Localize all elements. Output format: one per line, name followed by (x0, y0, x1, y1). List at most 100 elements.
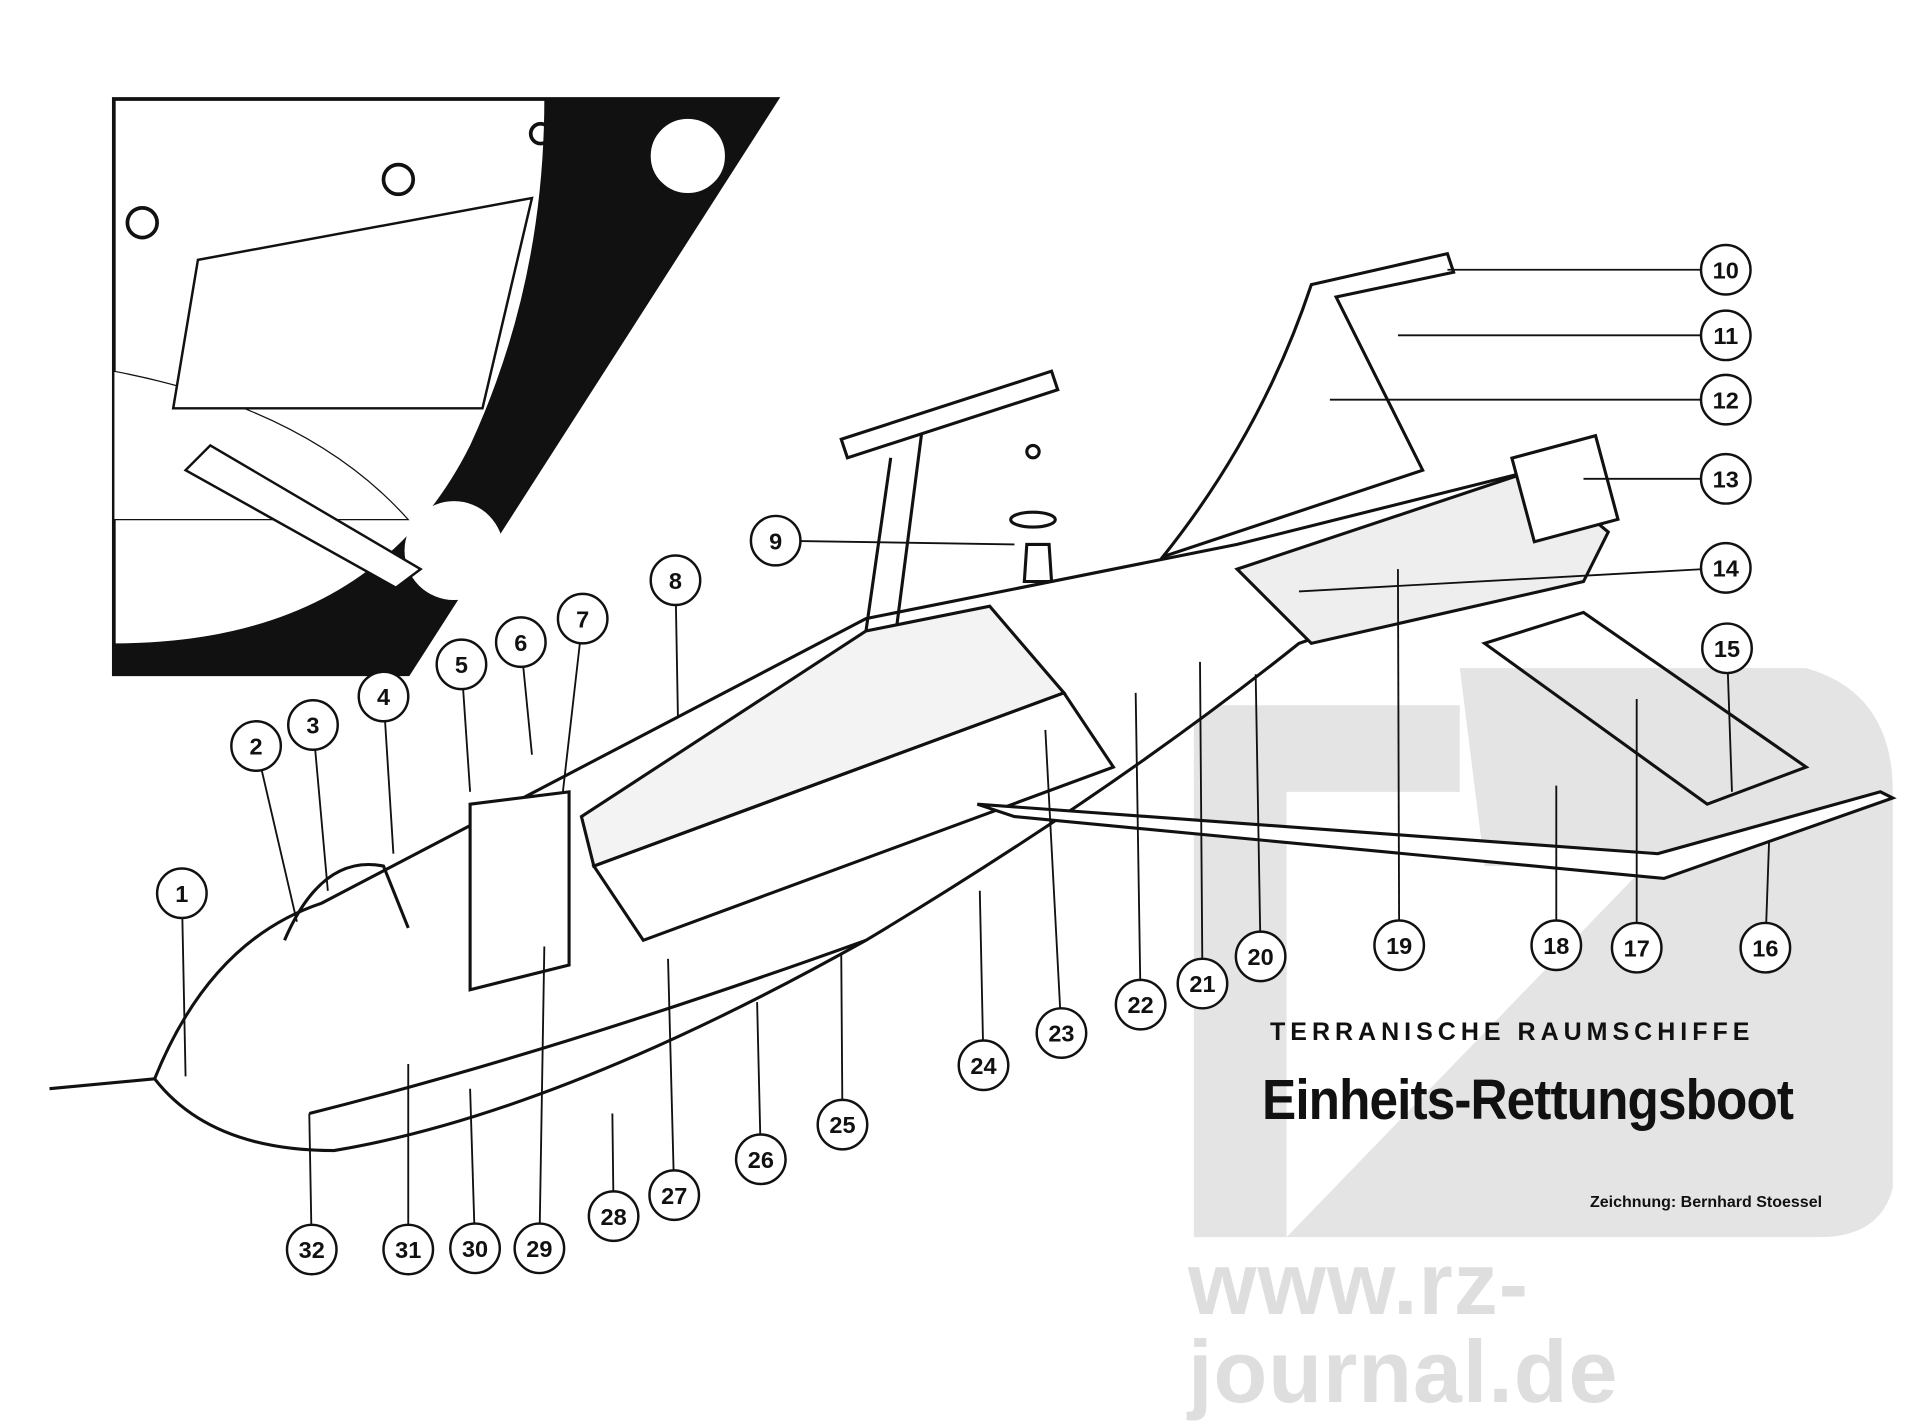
callout-6: 6 (494, 616, 547, 755)
callout-number: 25 (829, 1112, 855, 1138)
callout-number: 1 (175, 881, 188, 907)
leader-line (800, 540, 1015, 546)
leader-line (1044, 729, 1062, 1009)
callout-5: 5 (435, 638, 488, 792)
callout-circle (285, 1223, 338, 1276)
callout-number: 6 (514, 630, 527, 656)
leader-line (1397, 569, 1401, 921)
cutaway-drawing: 1234567891011121314151617181920212223242… (49, 97, 1897, 1276)
callout-number: 2 (250, 734, 263, 760)
callout-circle (1373, 919, 1426, 972)
callout-number: 5 (455, 652, 468, 678)
callout-22: 22 (1114, 692, 1167, 1031)
callout-circle (1035, 1007, 1088, 1060)
callout-circle (1114, 978, 1167, 1031)
callout-19: 19 (1373, 569, 1426, 972)
callout-number: 24 (970, 1053, 996, 1079)
callout-circle (513, 1222, 566, 1275)
callout-circle (1610, 921, 1663, 974)
leader-line (611, 1113, 615, 1192)
callout-circle (1699, 452, 1752, 505)
callout-13: 13 (1583, 452, 1752, 505)
callout-number: 23 (1048, 1021, 1074, 1047)
callout-18: 18 (1530, 785, 1583, 972)
callout-number: 21 (1189, 971, 1215, 997)
callout-27: 27 (648, 958, 701, 1222)
callout-number: 15 (1714, 636, 1740, 662)
callout-circle (734, 1133, 787, 1186)
callout-circle (556, 592, 609, 645)
callout-7: 7 (556, 592, 609, 792)
series-title: TERRANISCHE RAUMSCHIFFE (1270, 1018, 1755, 1046)
callout-number: 22 (1128, 992, 1154, 1018)
inset-scene (111, 97, 781, 677)
callout-11: 11 (1397, 309, 1752, 362)
callout-circle (1699, 309, 1752, 362)
leader-line (522, 666, 533, 755)
callout-circle (1176, 957, 1229, 1010)
callout-circle (587, 1190, 640, 1243)
leader-line (1298, 568, 1702, 593)
callout-8: 8 (649, 554, 702, 718)
leader-line (384, 721, 395, 854)
leader-line (469, 1088, 476, 1224)
callout-number: 10 (1713, 257, 1739, 283)
callout-circle (957, 1039, 1010, 1092)
callout-number: 4 (377, 684, 390, 710)
callout-4: 4 (357, 670, 410, 854)
callout-number: 19 (1386, 933, 1412, 959)
callout-10: 10 (1447, 243, 1752, 296)
callout-28: 28 (587, 1113, 640, 1243)
callout-circle (648, 1169, 701, 1222)
callout-circle (1699, 373, 1752, 426)
callout-number: 31 (395, 1237, 421, 1263)
callout-number: 13 (1713, 466, 1739, 492)
leader-line (260, 769, 298, 922)
callout-15: 15 (1701, 622, 1753, 792)
callout-number: 16 (1752, 935, 1778, 961)
leader-line (1134, 692, 1142, 980)
callout-1: 1 (155, 867, 208, 1077)
callout-circle (155, 867, 208, 920)
callout-3: 3 (287, 699, 339, 891)
leader-line (538, 946, 546, 1224)
callout-circle (449, 1222, 502, 1275)
callout-number: 28 (601, 1204, 627, 1230)
callout-circle (1699, 541, 1752, 594)
callout-circle (649, 554, 702, 607)
leader-line (1199, 661, 1204, 959)
leader-line (978, 890, 984, 1041)
callout-26: 26 (734, 1002, 787, 1186)
callout-23: 23 (1035, 729, 1088, 1060)
leader-line (1765, 841, 1770, 923)
leader-line (1726, 673, 1733, 792)
callout-circle (1699, 243, 1752, 296)
callout-number: 18 (1543, 933, 1569, 959)
watermark-url: www.rz-journal.de (1188, 1234, 1619, 1421)
callout-circle (230, 720, 283, 773)
callout-number: 27 (661, 1183, 687, 1209)
callout-number: 14 (1713, 556, 1739, 582)
callout-number: 30 (462, 1236, 488, 1262)
callout-number: 11 (1713, 323, 1738, 349)
callout-17: 17 (1610, 699, 1663, 974)
callout-circle (749, 514, 802, 567)
leader-line (462, 689, 472, 792)
callout-2: 2 (230, 720, 298, 922)
callout-number: 26 (748, 1147, 774, 1173)
leader-line (308, 1113, 313, 1225)
callout-21: 21 (1176, 661, 1229, 1010)
callout-circle (1530, 919, 1583, 972)
callout-number: 9 (769, 528, 782, 554)
callout-circle (382, 1223, 435, 1276)
leader-line (1254, 674, 1262, 932)
leader-line (181, 917, 187, 1077)
callout-circle (1234, 930, 1287, 983)
lifeboat-hull (49, 251, 1897, 1153)
callout-number: 29 (526, 1236, 552, 1262)
callout-circle (816, 1098, 869, 1151)
callout-32: 32 (285, 1113, 338, 1276)
callout-30: 30 (449, 1088, 502, 1275)
leader-line (314, 749, 329, 891)
callout-circle (1701, 622, 1753, 675)
